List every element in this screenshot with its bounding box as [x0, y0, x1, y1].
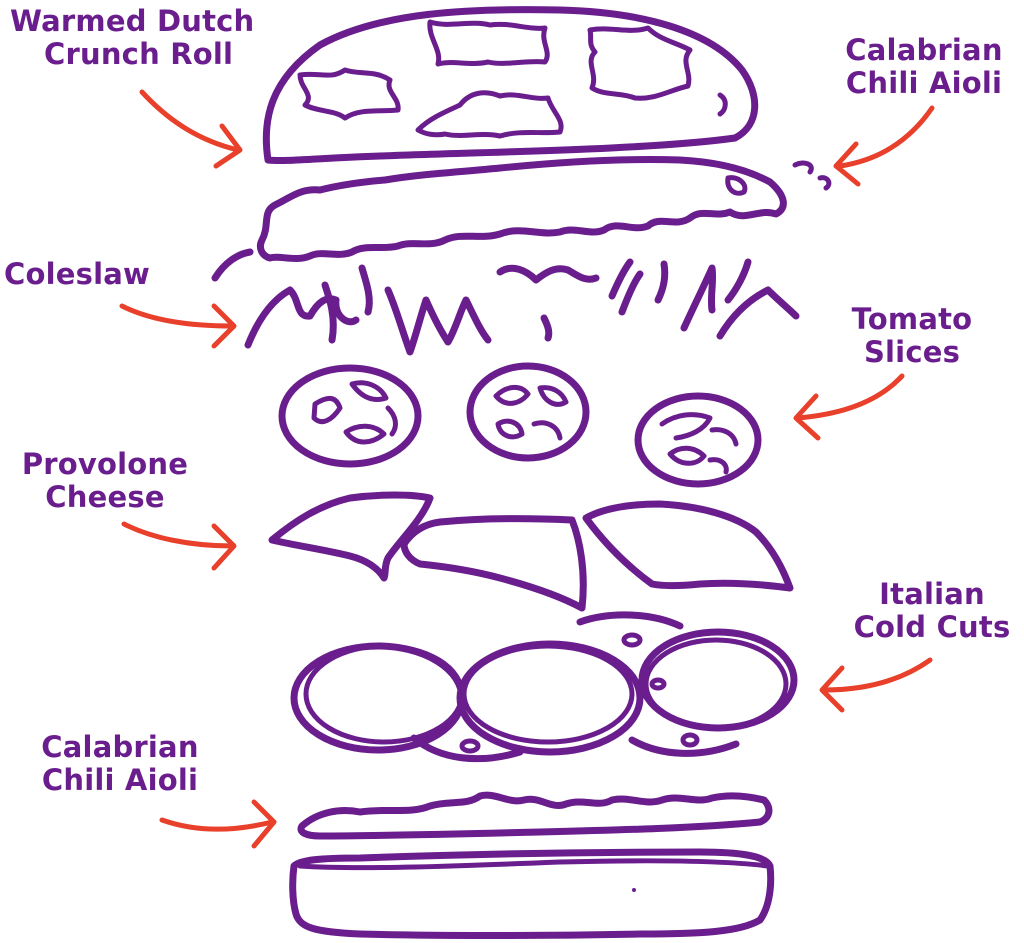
arrow-tomato	[793, 373, 905, 441]
label-aioli-bottom-line2: Chili Aioli	[41, 763, 199, 797]
tomato-slice-1	[278, 364, 422, 468]
label-aioli-bottom-line1: Calabrian	[41, 730, 199, 764]
label-coleslaw-line1: Coleslaw	[4, 257, 150, 291]
italian-cold-cuts	[290, 611, 798, 763]
label-roll-line2: Crunch Roll	[44, 37, 234, 71]
arrow-roll	[139, 89, 243, 169]
label-cheese-line1: Provolone	[21, 447, 189, 481]
arrow-aioli-bottom	[159, 799, 277, 849]
tomato-slice-2	[466, 362, 590, 462]
label-italian-cold-cuts: Italian Cold Cuts	[842, 578, 1022, 644]
tomato-slice-3	[634, 392, 762, 488]
label-cold-cuts-line1: Italian	[879, 577, 985, 611]
bottom-bun	[289, 848, 775, 939]
arrows	[119, 89, 935, 849]
arrow-cheese	[121, 521, 237, 571]
label-roll-line1: Warmed Dutch	[10, 4, 255, 38]
label-coleslaw: Coleslaw	[4, 258, 150, 291]
provolone-cheese	[268, 491, 794, 612]
aioli-bottom-layer	[297, 791, 773, 840]
tomato-slices	[278, 362, 762, 488]
label-provolone-cheese: Provolone Cheese	[6, 448, 204, 514]
arrow-aioli-top	[833, 105, 935, 187]
label-tomato-line2: Slices	[863, 335, 961, 369]
top-bun	[262, 6, 759, 165]
arrow-coleslaw	[119, 303, 237, 349]
label-cold-cuts-line2: Cold Cuts	[853, 610, 1011, 644]
label-tomato-slices: Tomato Slices	[826, 303, 998, 369]
label-cheese-line2: Cheese	[45, 480, 165, 514]
label-aioli-top-line2: Chili Aioli	[845, 66, 1003, 100]
coleslaw-layer	[211, 248, 800, 356]
aioli-top-layer	[256, 155, 832, 262]
label-warmed-dutch-crunch-roll: Warmed Dutch Crunch Roll	[10, 5, 254, 71]
arrow-cold-cuts	[819, 657, 933, 713]
label-aioli-top-line1: Calabrian	[845, 33, 1003, 67]
label-calabrian-chili-aioli-bottom: Calabrian Chili Aioli	[20, 731, 220, 797]
label-tomato-line1: Tomato	[851, 302, 973, 336]
label-calabrian-chili-aioli-top: Calabrian Chili Aioli	[826, 34, 1022, 100]
